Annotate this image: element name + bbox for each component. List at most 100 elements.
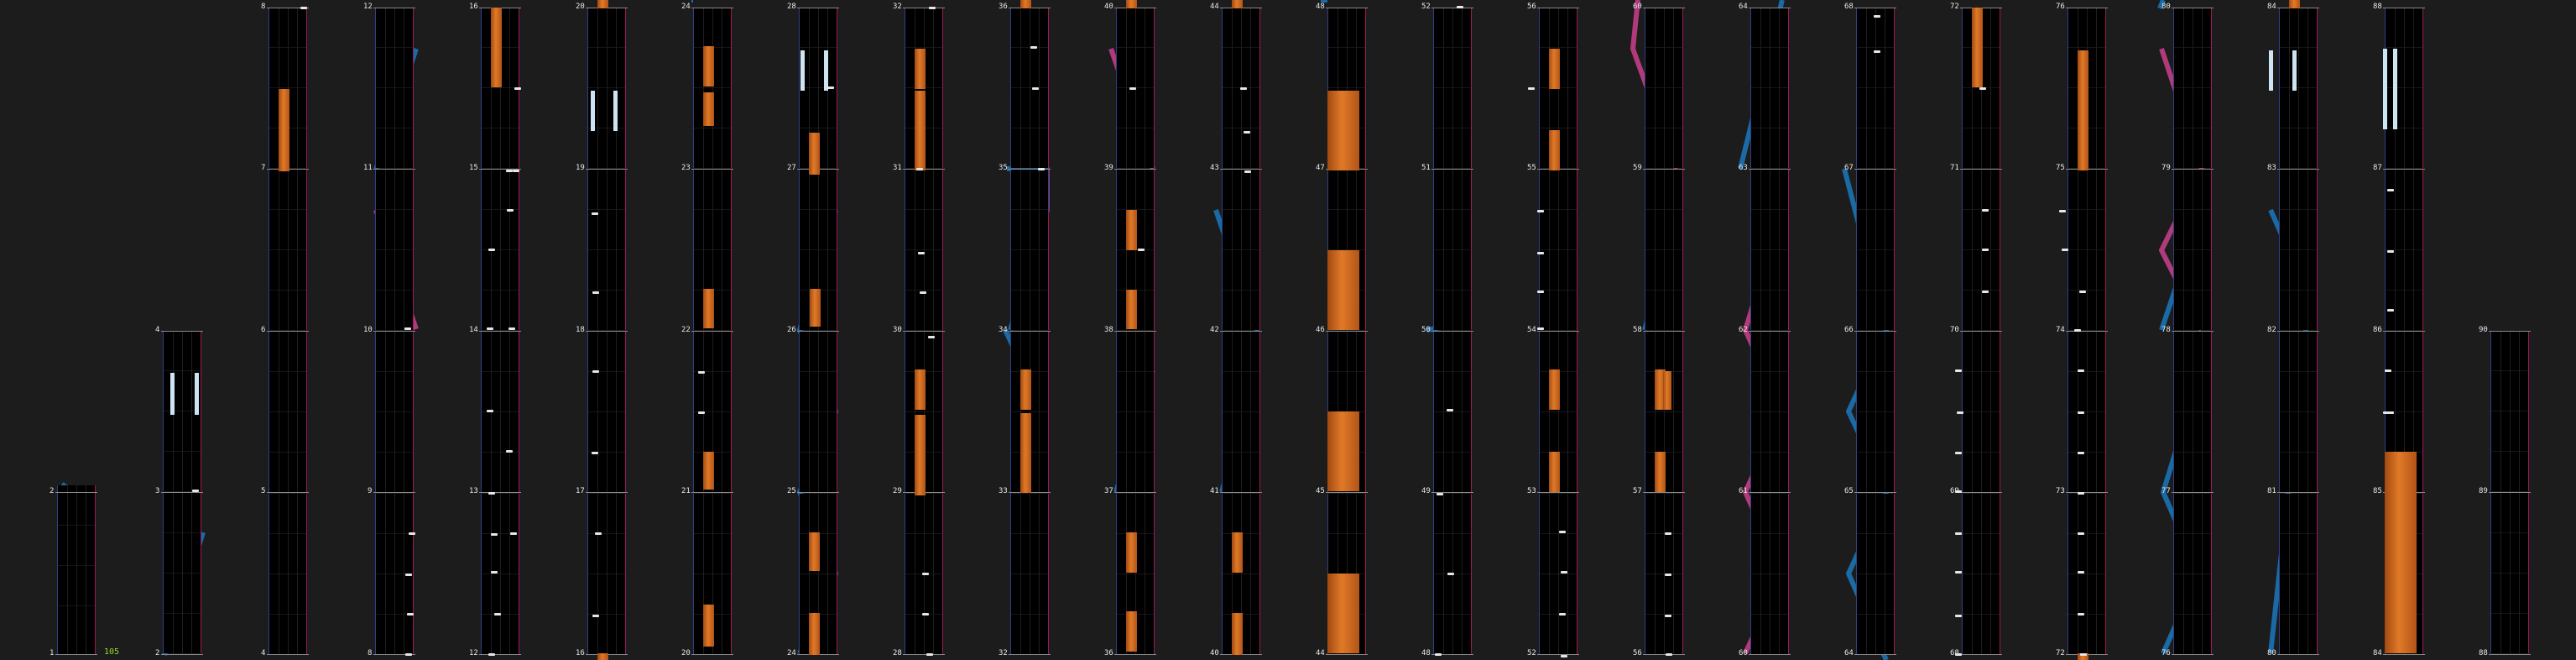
measure-segment[interactable] bbox=[2173, 332, 2212, 492]
tap-note[interactable] bbox=[407, 613, 414, 615]
tap-note[interactable] bbox=[2074, 329, 2081, 332]
measure-segment[interactable] bbox=[587, 170, 626, 330]
hold-note[interactable] bbox=[1327, 574, 1359, 653]
tap-note[interactable] bbox=[1955, 452, 1962, 454]
tap-note[interactable] bbox=[2387, 411, 2394, 414]
measure-segment[interactable] bbox=[1750, 332, 1789, 492]
hold-note[interactable] bbox=[703, 289, 714, 328]
tap-note[interactable] bbox=[2383, 411, 2390, 414]
tap-note[interactable] bbox=[592, 212, 598, 215]
measure-segment[interactable] bbox=[587, 332, 626, 492]
tap-note[interactable] bbox=[409, 532, 415, 535]
hold-note[interactable] bbox=[1126, 0, 1137, 8]
tap-note[interactable] bbox=[920, 291, 926, 294]
measure-segment[interactable] bbox=[1750, 170, 1789, 330]
hold-note[interactable] bbox=[915, 49, 926, 89]
tap-note[interactable] bbox=[507, 209, 514, 212]
long-note[interactable] bbox=[800, 50, 805, 91]
tap-note[interactable] bbox=[514, 87, 521, 90]
measure-segment[interactable] bbox=[1962, 494, 2000, 654]
tap-note[interactable] bbox=[1537, 327, 1544, 330]
tap-note[interactable] bbox=[510, 532, 517, 535]
hold-note[interactable] bbox=[1549, 369, 1560, 410]
hold-note[interactable] bbox=[1663, 371, 1671, 410]
tap-note[interactable] bbox=[698, 371, 705, 374]
tap-note[interactable] bbox=[1955, 490, 1962, 493]
tap-note[interactable] bbox=[1244, 170, 1251, 173]
measure-segment[interactable] bbox=[799, 332, 837, 492]
long-note[interactable] bbox=[2292, 50, 2297, 91]
measure-segment[interactable] bbox=[1010, 494, 1049, 654]
tap-note[interactable] bbox=[1447, 573, 1454, 575]
tap-note[interactable] bbox=[2078, 532, 2084, 535]
hold-note[interactable] bbox=[1549, 49, 1560, 89]
tap-note[interactable] bbox=[2387, 189, 2394, 191]
tap-note[interactable] bbox=[2078, 613, 2084, 615]
tap-note[interactable] bbox=[513, 170, 519, 172]
measure-segment[interactable] bbox=[2068, 170, 2106, 330]
long-note[interactable] bbox=[2383, 49, 2387, 129]
measure-segment[interactable] bbox=[1539, 332, 1577, 492]
hold-note[interactable] bbox=[703, 605, 714, 647]
hold-note[interactable] bbox=[1020, 0, 1031, 8]
hold-note[interactable] bbox=[597, 0, 608, 8]
tap-note[interactable] bbox=[592, 370, 599, 373]
hold-note[interactable] bbox=[809, 133, 820, 175]
tap-note[interactable] bbox=[405, 653, 412, 656]
tap-note[interactable] bbox=[192, 490, 199, 492]
tap-note[interactable] bbox=[1559, 613, 1566, 615]
tap-note[interactable] bbox=[595, 532, 602, 535]
tap-note[interactable] bbox=[1874, 50, 1880, 53]
tap-note[interactable] bbox=[2078, 571, 2084, 574]
tap-note[interactable] bbox=[494, 613, 501, 615]
tap-note[interactable] bbox=[1665, 532, 1671, 535]
tap-note[interactable] bbox=[928, 336, 935, 338]
measure-segment[interactable] bbox=[163, 493, 201, 653]
long-note[interactable] bbox=[170, 373, 175, 415]
hold-note[interactable] bbox=[1126, 290, 1137, 329]
hold-note[interactable] bbox=[810, 289, 821, 327]
measure-segment[interactable] bbox=[2068, 8, 2106, 168]
measure-segment[interactable] bbox=[2279, 8, 2318, 168]
measure-segment[interactable] bbox=[269, 170, 307, 330]
hold-note[interactable] bbox=[1020, 413, 1031, 493]
tap-note[interactable] bbox=[916, 168, 923, 170]
measure-segment[interactable] bbox=[2385, 8, 2423, 168]
measure-segment[interactable] bbox=[1856, 494, 1895, 654]
measure-segment[interactable] bbox=[1856, 170, 1895, 330]
tap-note[interactable] bbox=[506, 450, 513, 453]
measure-segment[interactable] bbox=[799, 494, 837, 654]
long-note[interactable] bbox=[824, 50, 828, 91]
measure-segment[interactable] bbox=[1856, 332, 1895, 492]
tap-note[interactable] bbox=[1537, 291, 1544, 293]
tap-note[interactable] bbox=[508, 327, 515, 330]
tap-note[interactable] bbox=[2078, 369, 2084, 372]
measure-segment[interactable] bbox=[1433, 8, 1472, 168]
tap-note[interactable] bbox=[2078, 411, 2084, 414]
tap-note[interactable] bbox=[1955, 532, 1962, 535]
measure-segment[interactable] bbox=[1433, 170, 1472, 330]
measure-segment[interactable] bbox=[375, 170, 414, 330]
hold-note[interactable] bbox=[1655, 369, 1666, 410]
tap-note[interactable] bbox=[1435, 653, 1442, 656]
tap-note[interactable] bbox=[487, 327, 493, 330]
hold-note[interactable] bbox=[1232, 0, 1243, 8]
measure-segment[interactable] bbox=[1645, 8, 1683, 168]
measure-segment[interactable] bbox=[2068, 332, 2106, 492]
hold-note[interactable] bbox=[1327, 91, 1359, 170]
measure-segment[interactable] bbox=[1010, 8, 1049, 168]
measure-segment[interactable] bbox=[163, 331, 201, 491]
measure-segment[interactable] bbox=[2068, 494, 2106, 654]
hold-note[interactable] bbox=[1327, 250, 1359, 330]
tap-note[interactable] bbox=[405, 574, 412, 576]
tap-note[interactable] bbox=[1559, 531, 1566, 533]
hold-note[interactable] bbox=[1327, 411, 1359, 491]
tap-note[interactable] bbox=[491, 571, 498, 574]
measure-segment[interactable] bbox=[2279, 170, 2318, 330]
measure-segment[interactable] bbox=[1433, 332, 1472, 492]
measure-segment[interactable] bbox=[2173, 494, 2212, 654]
long-note[interactable] bbox=[2269, 50, 2273, 91]
measure-segment[interactable] bbox=[1645, 170, 1683, 330]
tap-note[interactable] bbox=[1537, 252, 1544, 254]
tap-note[interactable] bbox=[922, 573, 929, 575]
